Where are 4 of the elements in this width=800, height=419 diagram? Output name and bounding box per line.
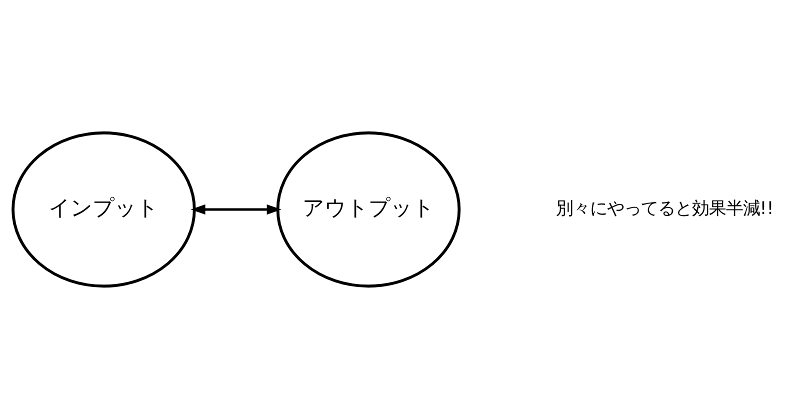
arrow <box>190 204 282 215</box>
node-ellipse: アウトプット <box>276 131 461 288</box>
label: 別々にやってると効果半減!! <box>556 198 774 219</box>
node-ellipse: インプット <box>12 131 196 288</box>
